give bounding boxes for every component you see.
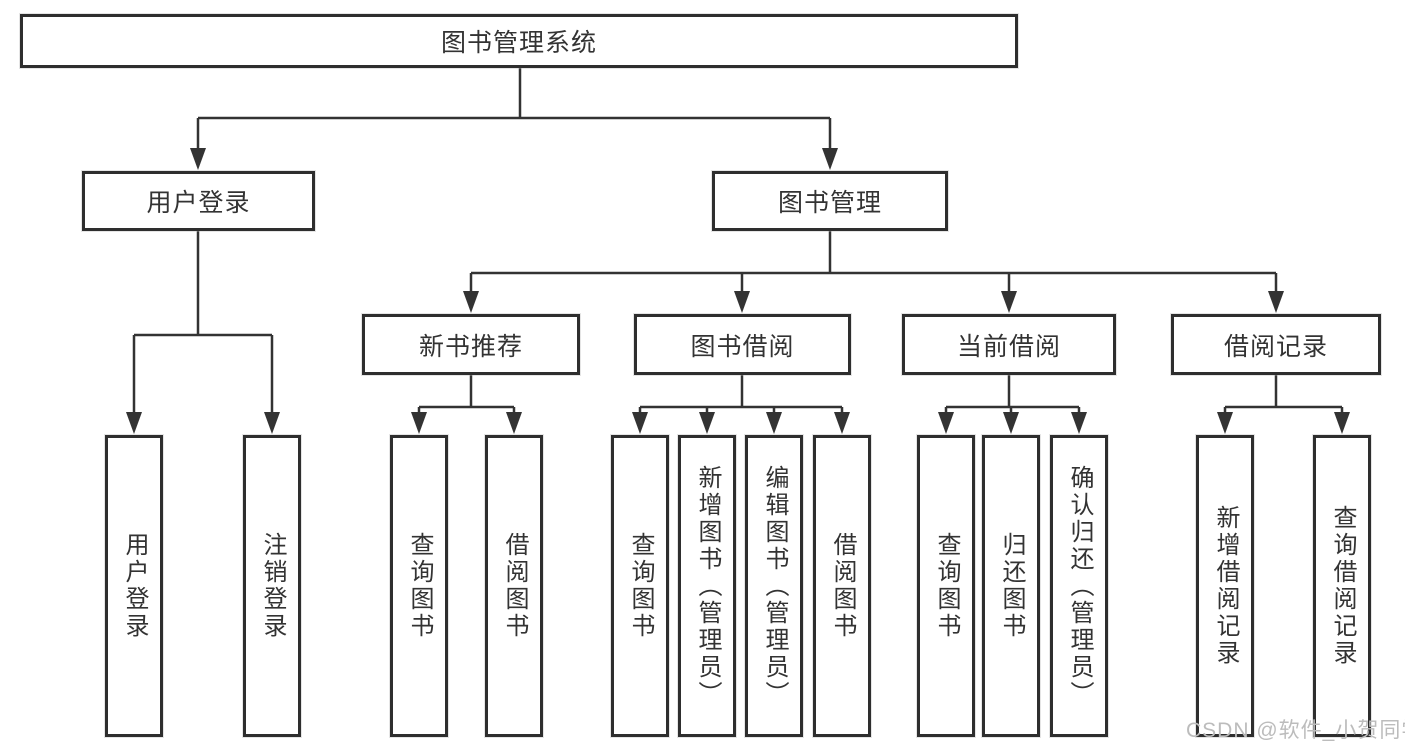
node-book-borrow: 图书借阅 xyxy=(634,314,851,375)
arrowheads xyxy=(126,148,1350,434)
leaf-return-books: 归还图书 xyxy=(982,435,1040,737)
node-new-book-recommend: 新书推荐 xyxy=(362,314,580,375)
leaf-add-books-admin: 新增图书（管理员） xyxy=(678,435,736,737)
node-user-login: 用户登录 xyxy=(82,171,315,231)
leaf-user-login: 用户登录 xyxy=(105,435,163,737)
node-root-system: 图书管理系统 xyxy=(20,14,1018,68)
leaf-confirm-return-admin: 确认归还（管理员） xyxy=(1050,435,1108,737)
leaf-borrow-books-recommend: 借阅图书 xyxy=(485,435,543,737)
leaf-borrow-books: 借阅图书 xyxy=(813,435,871,737)
csdn-watermark: CSDN @软件_小贺同学 xyxy=(1186,719,1405,742)
node-borrow-records: 借阅记录 xyxy=(1171,314,1381,375)
leaf-query-borrow-record: 查询借阅记录 xyxy=(1313,435,1371,737)
leaf-edit-books-admin: 编辑图书（管理员） xyxy=(745,435,803,737)
leaf-add-borrow-record: 新增借阅记录 xyxy=(1196,435,1254,737)
leaf-query-books-borrow: 查询图书 xyxy=(611,435,669,737)
node-current-borrow: 当前借阅 xyxy=(902,314,1116,375)
leaf-logout: 注销登录 xyxy=(243,435,301,737)
leaf-query-books-current: 查询图书 xyxy=(917,435,975,737)
leaf-query-books-recommend: 查询图书 xyxy=(390,435,448,737)
node-book-management: 图书管理 xyxy=(712,171,948,231)
